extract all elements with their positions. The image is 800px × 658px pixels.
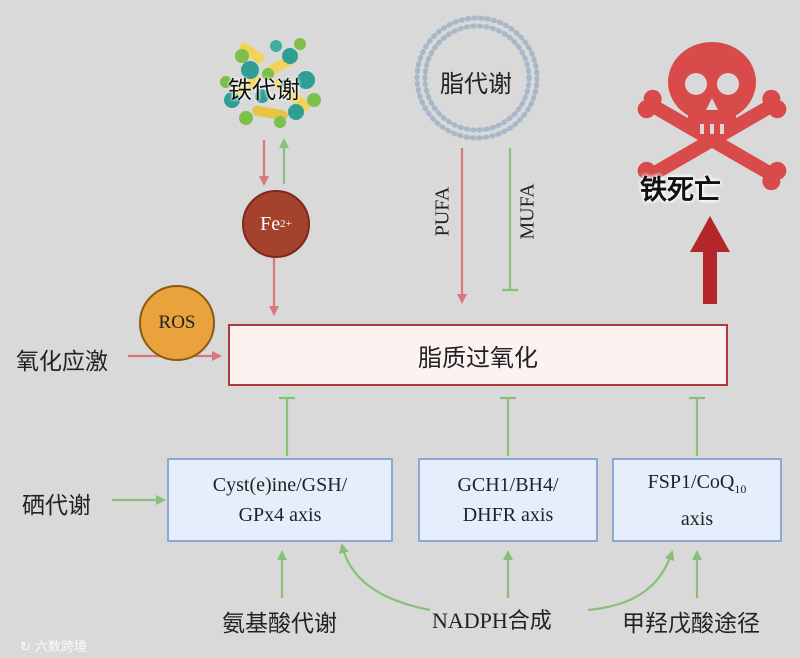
skull-crossbones-icon: [637, 42, 787, 191]
lipid-peroxidation-box: 脂质过氧化: [228, 324, 728, 386]
gpx4-axis-line1: Cyst(e)ine/GSH/: [212, 474, 348, 496]
mufa-label: MUFA: [516, 183, 539, 240]
iron-metabolism-label: 铁代谢: [228, 76, 300, 104]
gpx4-axis-box: Cyst(e)ine/GSH/ GPx4 axis: [167, 458, 393, 542]
lipid-vesicle-icon: [414, 15, 540, 141]
protein-cluster-icon: [220, 38, 321, 128]
fe-ion-charge: 2+: [280, 218, 292, 230]
watermark-logo-icon: ↻: [20, 640, 31, 655]
gpx4-axis-line2: GPx4 axis: [238, 504, 322, 526]
pufa-label: PUFA: [431, 186, 454, 237]
ferroptosis-arrow: [690, 216, 730, 304]
mevalonate-pathway-label: 甲羟戊酸途径: [622, 611, 760, 637]
amino-acid-metabolism-label: 氨基酸代谢: [222, 611, 337, 637]
fsp1-axis-line2: axis: [680, 507, 714, 530]
dhfr-axis-box: GCH1/BH4/ DHFR axis: [418, 458, 598, 542]
dhfr-axis-line2: DHFR axis: [462, 504, 554, 526]
ferroptosis-label: 铁死亡: [640, 175, 721, 206]
nadph-synthesis-text: NADPH合成: [432, 608, 552, 633]
fsp1-axis-line1: FSP1/CoQ10: [648, 467, 747, 504]
ros-label: ROS: [158, 312, 196, 333]
inhibit-mufa: [502, 148, 518, 292]
inhibit-axis3: [689, 396, 705, 456]
lipid-peroxidation-label: 脂质过氧化: [418, 343, 538, 372]
lipid-metabolism-label: 脂代谢: [440, 70, 512, 98]
fsp1-axis-box: FSP1/CoQ10 axis: [612, 458, 782, 542]
fe-ion-label: Fe: [260, 212, 281, 235]
ros-node: ROS: [139, 285, 215, 361]
arrow-nadph-axis3: [587, 550, 675, 612]
selenium-metabolism-label: 硒代谢: [22, 493, 91, 519]
watermark: ↻ 六数跨境: [20, 636, 87, 655]
arrow-nadph-axis1: [338, 543, 431, 612]
inhibit-axis2: [500, 396, 516, 456]
nadph-synthesis-label: NADPH合成: [432, 603, 552, 635]
oxidative-stress-label: 氧化应激: [16, 349, 108, 375]
inhibit-axis1: [279, 396, 295, 456]
fsp1-axis-text: FSP1/CoQ: [647, 470, 735, 493]
watermark-text: 六数跨境: [35, 640, 88, 655]
dhfr-axis-line1: GCH1/BH4/: [457, 474, 559, 496]
fsp1-axis-sub: 10: [734, 481, 747, 496]
